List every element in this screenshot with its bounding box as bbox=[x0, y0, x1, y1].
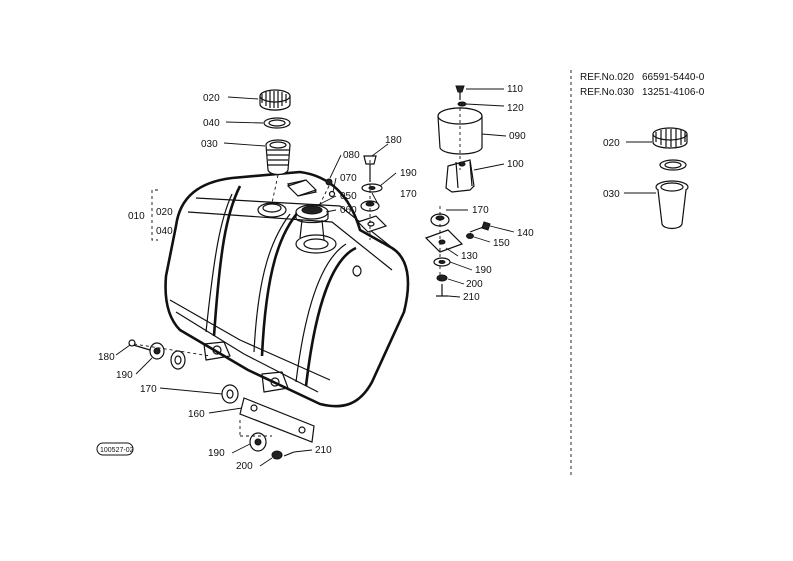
leader-lines bbox=[115, 88, 656, 467]
nut-150 bbox=[466, 233, 474, 239]
ref-partno-2: 13251-4106-0 bbox=[642, 87, 705, 98]
bolt-140 bbox=[469, 221, 491, 233]
callout-170-rear: 170 bbox=[472, 205, 489, 216]
callout-100: 100 bbox=[507, 159, 524, 170]
ref-label-1: REF.No.020 bbox=[580, 72, 634, 83]
nut-120 bbox=[457, 101, 467, 107]
washer-190-lower bbox=[149, 342, 165, 360]
callout-140: 140 bbox=[517, 228, 534, 239]
washer-190-bottom bbox=[249, 432, 267, 452]
callout-labels: 020 040 030 010 020 040 080 070 050 060 … bbox=[98, 84, 620, 472]
ref-cap-020 bbox=[652, 127, 688, 149]
callout-190: 190 bbox=[400, 168, 417, 179]
callout-170: 170 bbox=[400, 189, 417, 200]
callout-040: 040 bbox=[203, 118, 220, 129]
callout-030-ref: 030 bbox=[603, 189, 620, 200]
callout-120: 120 bbox=[507, 103, 524, 114]
callout-070: 070 bbox=[340, 173, 357, 184]
callout-180-lower: 180 bbox=[98, 352, 115, 363]
pin-210-rear bbox=[436, 284, 448, 297]
filler-cap bbox=[259, 89, 291, 111]
callout-020-group: 020 bbox=[156, 207, 173, 218]
ref-partno-1: 66591-5440-0 bbox=[642, 72, 705, 83]
washer-190-right bbox=[361, 183, 383, 193]
callout-190-rear: 190 bbox=[475, 265, 492, 276]
callout-200-rear: 200 bbox=[466, 279, 483, 290]
cap-gasket bbox=[263, 117, 291, 129]
diagram-code: 100527-02 bbox=[100, 447, 134, 454]
plate-left bbox=[286, 179, 318, 197]
callout-040-group: 040 bbox=[156, 226, 173, 237]
strainer bbox=[265, 139, 291, 176]
ref-gasket bbox=[659, 159, 687, 171]
nut-200-rear bbox=[436, 274, 448, 282]
bolt-180-lower bbox=[128, 339, 151, 351]
ref-label-2: REF.No.030 bbox=[580, 87, 634, 98]
washer-190-rear bbox=[433, 257, 451, 267]
callout-150: 150 bbox=[493, 238, 510, 249]
pin-210-bottom bbox=[283, 451, 295, 457]
callout-180: 180 bbox=[385, 135, 402, 146]
cushion-160 bbox=[221, 384, 239, 404]
callout-010: 010 bbox=[128, 211, 145, 222]
callout-170-lower: 170 bbox=[140, 384, 157, 395]
diagram-code-badge: 100527-02 bbox=[96, 442, 134, 456]
callout-210-bottom: 210 bbox=[315, 445, 332, 456]
callout-060: 060 bbox=[340, 205, 357, 216]
plate-right bbox=[356, 215, 388, 233]
callout-030: 030 bbox=[201, 139, 218, 150]
ref-numbers: REF.No.020 66591-5440-0 REF.No.030 13251… bbox=[580, 72, 705, 98]
callout-190-lower: 190 bbox=[116, 370, 133, 381]
callout-160: 160 bbox=[188, 409, 205, 420]
cushion-170-lower bbox=[170, 350, 186, 370]
ref-neck-030 bbox=[655, 180, 689, 230]
callout-080: 080 bbox=[343, 150, 360, 161]
plate-130 bbox=[424, 229, 464, 253]
fuel-tank bbox=[164, 170, 410, 408]
callout-200-bottom: 200 bbox=[236, 461, 253, 472]
callout-110: 110 bbox=[507, 84, 523, 95]
callout-020-ref: 020 bbox=[603, 138, 620, 149]
callout-020: 020 bbox=[203, 93, 220, 104]
callout-090: 090 bbox=[509, 131, 526, 142]
callout-050: 050 bbox=[340, 191, 357, 202]
callout-190-bottom: 190 bbox=[208, 448, 225, 459]
bracket-100 bbox=[445, 159, 475, 193]
nut-200-bottom bbox=[271, 450, 283, 460]
callout-130: 130 bbox=[461, 251, 478, 262]
callout-210-rear: 210 bbox=[463, 292, 480, 303]
bracket-lower bbox=[239, 397, 315, 443]
